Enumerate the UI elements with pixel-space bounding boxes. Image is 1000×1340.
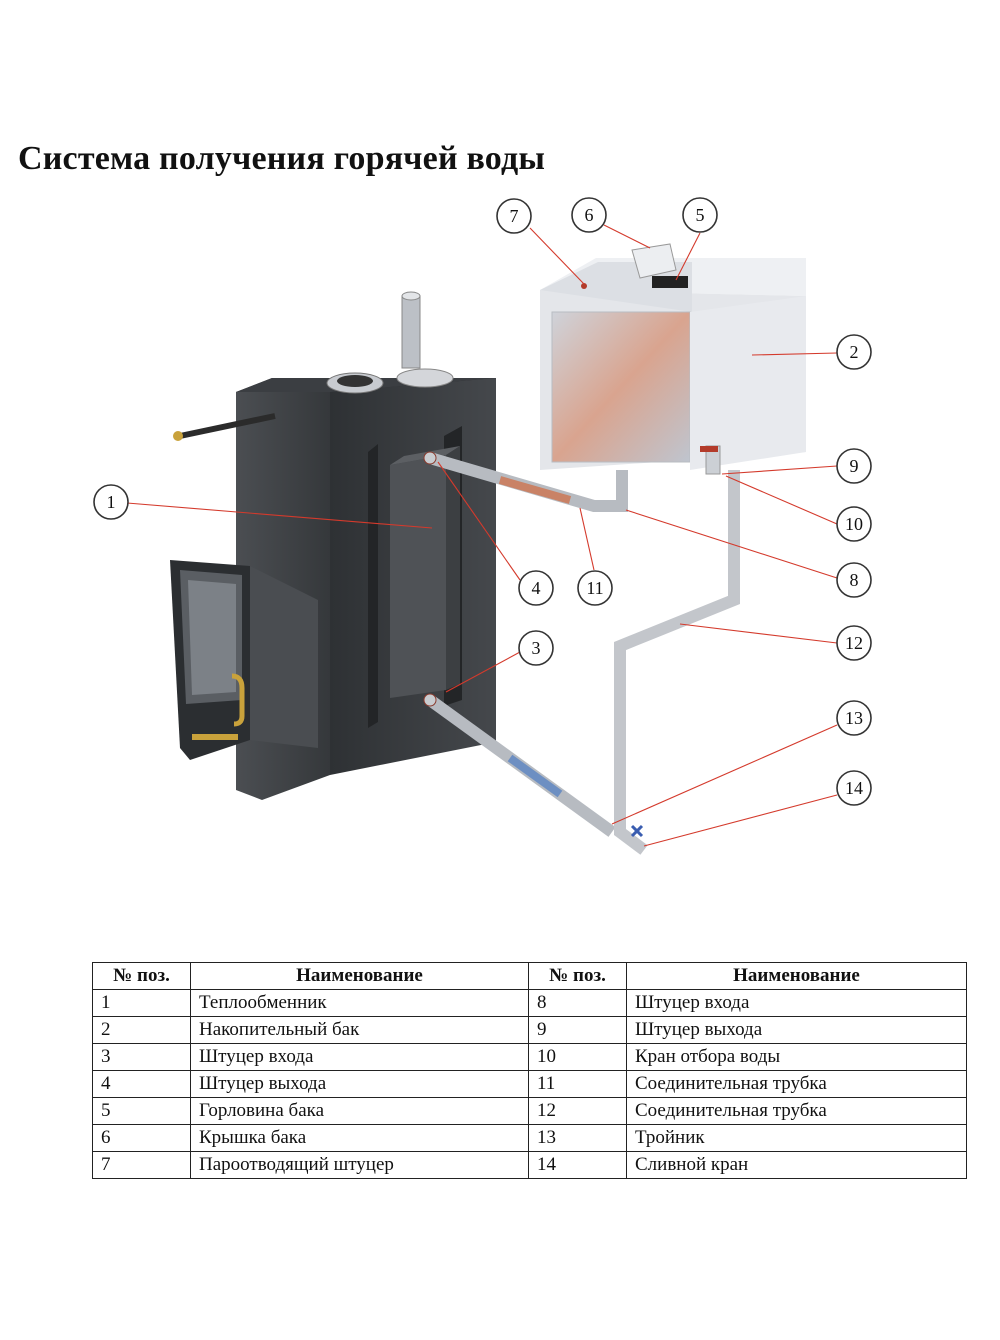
svg-text:7: 7 — [510, 206, 519, 226]
name-cell: Штуцер выхода — [190, 1070, 529, 1098]
svg-text:6: 6 — [585, 205, 594, 225]
pos-cell: 2 — [92, 1016, 191, 1044]
name-cell: Накопительный бак — [190, 1016, 529, 1044]
storage-tank — [540, 243, 806, 475]
svg-text:8: 8 — [850, 570, 859, 590]
callout-11: 11 — [577, 570, 613, 606]
name-cell: Сливной кран — [626, 1151, 967, 1179]
name-cell: Штуцер входа — [626, 989, 967, 1017]
leader-lines — [126, 224, 838, 847]
table-header-row: № поз. Наименование № поз. Наименование — [92, 962, 967, 990]
table-row: 5 Горловина бака 12 Соединительная трубк… — [92, 1097, 967, 1125]
callout-9: 9 — [836, 448, 872, 484]
pos-cell: 7 — [92, 1151, 191, 1179]
table-row: 2 Накопительный бак 9 Штуцер выхода — [92, 1016, 967, 1044]
pos-cell: 5 — [92, 1097, 191, 1125]
pos-cell: 10 — [528, 1043, 627, 1071]
svg-text:14: 14 — [845, 778, 863, 798]
pos-cell: 12 — [528, 1097, 627, 1125]
header-name-2: Наименование — [626, 962, 967, 990]
hot-water-system-diagram: 1 2 3 4 5 6 7 8 9 10 11 12 13 14 — [93, 197, 872, 855]
callout-8: 8 — [836, 562, 872, 598]
table-row: 1 Теплообменник 8 Штуцер входа — [92, 989, 967, 1017]
callout-10: 10 — [836, 506, 872, 542]
callout-14: 14 — [836, 770, 872, 806]
svg-text:1: 1 — [107, 492, 116, 512]
pos-cell: 4 — [92, 1070, 191, 1098]
svg-text:3: 3 — [532, 638, 541, 658]
callout-1: 1 — [93, 484, 129, 520]
diagram-title: Система получения горячей воды — [18, 140, 546, 177]
svg-text:4: 4 — [532, 578, 541, 598]
table-row: 4 Штуцер выхода 11 Соединительная трубка — [92, 1070, 967, 1098]
callout-2: 2 — [836, 334, 872, 370]
name-cell: Теплообменник — [190, 989, 529, 1017]
pos-cell: 11 — [528, 1070, 627, 1098]
name-cell: Горловина бака — [190, 1097, 529, 1125]
name-cell: Тройник — [626, 1124, 967, 1152]
pos-cell: 8 — [528, 989, 627, 1017]
pipes — [423, 451, 740, 855]
svg-text:5: 5 — [696, 205, 705, 225]
callout-3: 3 — [518, 630, 554, 666]
header-pos-1: № поз. — [92, 962, 191, 990]
header-name-1: Наименование — [190, 962, 529, 990]
table-row: 7 Пароотводящий штуцер 14 Сливной кран — [92, 1151, 967, 1179]
name-cell: Соединительная трубка — [626, 1097, 967, 1125]
callout-12: 12 — [836, 625, 872, 661]
name-cell: Соединительная трубка — [626, 1070, 967, 1098]
pos-cell: 14 — [528, 1151, 627, 1179]
pos-cell: 6 — [92, 1124, 191, 1152]
svg-text:13: 13 — [845, 708, 863, 728]
svg-text:10: 10 — [845, 514, 863, 534]
table-row: 6 Крышка бака 13 Тройник — [92, 1124, 967, 1152]
callout-5: 5 — [682, 197, 718, 233]
pos-cell: 9 — [528, 1016, 627, 1044]
stove — [170, 291, 496, 800]
name-cell: Штуцер входа — [190, 1043, 529, 1071]
svg-text:9: 9 — [850, 456, 859, 476]
name-cell: Крышка бака — [190, 1124, 529, 1152]
pos-cell: 13 — [528, 1124, 627, 1152]
callout-7: 7 — [496, 198, 532, 234]
name-cell: Пароотводящий штуцер — [190, 1151, 529, 1179]
header-pos-2: № поз. — [528, 962, 627, 990]
svg-text:2: 2 — [850, 342, 859, 362]
svg-text:12: 12 — [845, 633, 863, 653]
pos-cell: 1 — [92, 989, 191, 1017]
name-cell: Кран отбора воды — [626, 1043, 967, 1071]
callout-4: 4 — [518, 570, 554, 606]
callout-6: 6 — [571, 197, 607, 233]
parts-legend-table: № поз. Наименование № поз. Наименование … — [92, 962, 967, 1179]
callout-13: 13 — [836, 700, 872, 736]
pos-cell: 3 — [92, 1043, 191, 1071]
svg-text:11: 11 — [586, 578, 603, 598]
name-cell: Штуцер выхода — [626, 1016, 967, 1044]
table-row: 3 Штуцер входа 10 Кран отбора воды — [92, 1043, 967, 1071]
